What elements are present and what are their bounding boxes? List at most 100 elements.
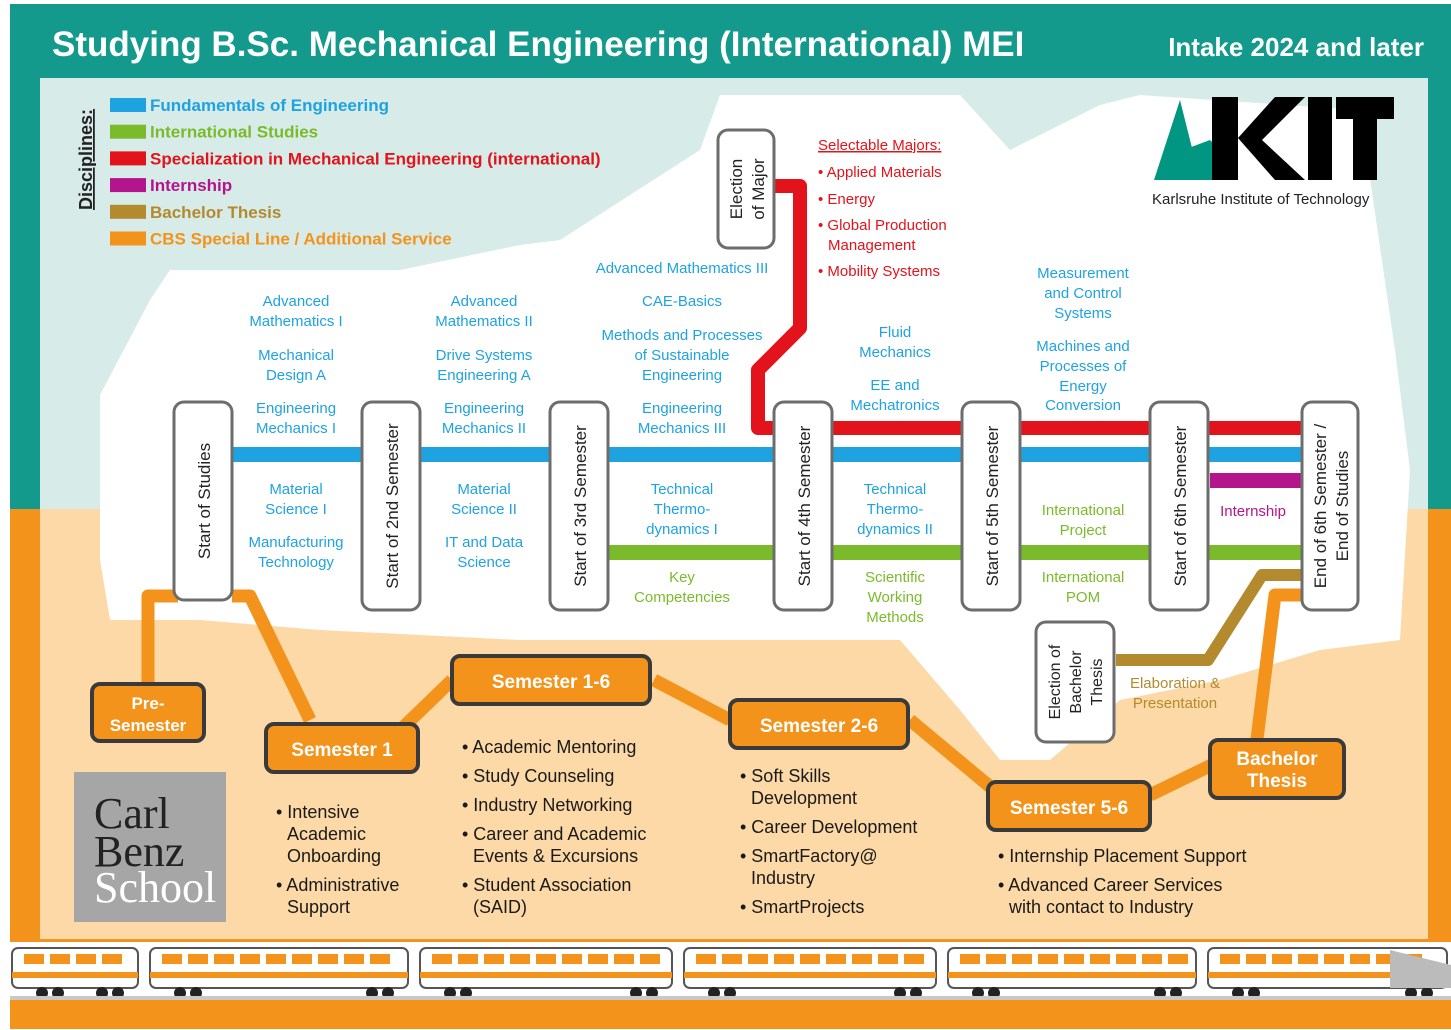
course-label: Key	[669, 569, 695, 586]
course-label: Engineering A	[437, 367, 530, 384]
svg-text:Election of: Election of	[1047, 644, 1064, 719]
legend-label: Bachelor Thesis	[150, 203, 281, 222]
course-label: Methods	[866, 609, 924, 626]
service-item: • SmartFactory@	[740, 846, 878, 866]
station-start-2nd-semester: Start of 2nd Semester	[360, 400, 422, 612]
course-label: dynamics I	[646, 521, 718, 538]
service-item: • Intensive	[276, 802, 359, 822]
course-label: Engineering	[256, 400, 336, 417]
course-label: International	[1042, 569, 1125, 586]
course-label: Technical	[864, 481, 927, 498]
service-item: • SmartProjects	[740, 897, 864, 917]
page-title: Studying B.Sc. Mechanical Engineering (I…	[52, 25, 1024, 64]
legend-label: CBS Special Line / Additional Service	[150, 230, 452, 249]
course-label: Drive Systems	[436, 347, 533, 364]
legend-swatch	[110, 178, 146, 193]
service-item: • Administrative	[276, 875, 399, 895]
service-item: Support	[287, 897, 350, 917]
service-item: Events & Excursions	[473, 846, 638, 866]
cbs-semester-1: Semester 1	[264, 722, 420, 774]
legend-swatch	[110, 124, 146, 139]
course-label: Processes of	[1040, 358, 1128, 375]
carl-benz-school-logo: Carl Benz School	[74, 772, 226, 922]
service-item: Onboarding	[287, 846, 381, 866]
course-label: Systems	[1054, 305, 1112, 322]
svg-text:Start of 5th Semester: Start of 5th Semester	[983, 425, 1002, 586]
service-item: • Study Counseling	[462, 766, 614, 786]
course-label: Engineering	[642, 400, 722, 417]
svg-text:Semester 5-6: Semester 5-6	[1010, 798, 1128, 819]
svg-text:Election: Election	[727, 159, 746, 219]
svg-text:Semester 2-6: Semester 2-6	[760, 716, 878, 737]
line-bachelor-thesis	[1116, 569, 1302, 666]
train-car	[683, 947, 937, 999]
station-end-of-studies: End of 6th Semester / End of Studies	[1300, 400, 1360, 612]
service-item: • Career Development	[740, 817, 917, 837]
course-label: IT and Data	[445, 534, 524, 551]
service-item: • Student Association	[462, 875, 631, 895]
course-label: International	[1042, 502, 1125, 519]
course-label: Science II	[451, 501, 517, 518]
kit-subtitle: Karlsruhe Institute of Technology	[1152, 191, 1370, 208]
legend-label: Specialization in Mechanical Engineering…	[150, 149, 601, 168]
course-label: Working	[868, 589, 923, 606]
intake-label: Intake 2024 and later	[1168, 32, 1424, 62]
course-label: POM	[1066, 589, 1100, 606]
svg-text:Start of 4th Semester: Start of 4th Semester	[795, 425, 814, 586]
course-label: of Sustainable	[634, 347, 729, 364]
school-line-2: Benz	[94, 827, 184, 876]
course-label: Technical	[651, 481, 714, 498]
svg-text:Semester: Semester	[110, 716, 187, 735]
svg-text:Semester 1: Semester 1	[291, 740, 393, 761]
service-item: (SAID)	[473, 897, 527, 917]
course-label: Material	[269, 481, 322, 498]
majors-heading: Selectable Majors:	[818, 137, 941, 154]
service-item: Academic	[287, 824, 366, 844]
course-label: Methods and Processes	[602, 327, 763, 344]
svg-text:of Major: of Major	[749, 158, 768, 220]
course-label: Advanced	[451, 293, 518, 310]
course-label: Technology	[258, 554, 334, 571]
course-label: Thermo-	[654, 501, 711, 518]
course-label: Conversion	[1045, 397, 1121, 414]
svg-text:Start of Studies: Start of Studies	[195, 443, 214, 559]
course-label: Machines and	[1036, 338, 1129, 355]
course-label: Presentation	[1133, 695, 1217, 712]
course-label: dynamics II	[857, 521, 933, 538]
school-line-1: Carl	[94, 789, 170, 838]
legend-heading: Disciplines:	[76, 109, 96, 210]
svg-text:• Applied Materials: • Applied Materials	[818, 164, 942, 181]
svg-text:Semester 1-6: Semester 1-6	[492, 672, 610, 693]
svg-text:Bachelor: Bachelor	[1068, 650, 1085, 714]
svg-text:End of Studies: End of Studies	[1333, 451, 1352, 562]
course-label: Advanced Mathematics III	[596, 260, 769, 277]
svg-text:End of 6th Semester /: End of 6th Semester /	[1311, 424, 1330, 589]
line-internship	[1210, 473, 1302, 488]
course-label: Engineering	[642, 367, 722, 384]
course-label: Design A	[266, 367, 326, 384]
svg-text:Start of 6th Semester: Start of 6th Semester	[1171, 425, 1190, 586]
school-line-3: School	[94, 863, 216, 912]
course-label: Mathematics I	[249, 313, 342, 330]
course-label: Mechanics I	[256, 420, 336, 437]
cbs-bachelor-thesis: Bachelor Thesis	[1208, 738, 1346, 800]
svg-text:• Mobility Systems: • Mobility Systems	[818, 263, 940, 280]
service-item: • Academic Mentoring	[462, 737, 636, 757]
course-label: Advanced	[263, 293, 330, 310]
course-label: Thermo-	[867, 501, 924, 518]
cbs-semester-1-6: Semester 1-6	[450, 654, 652, 706]
course-label: and Control	[1044, 285, 1122, 302]
legend-swatch	[110, 231, 146, 246]
course-label: Project	[1060, 522, 1108, 539]
course-label: Manufacturing	[248, 534, 343, 551]
course-label: Competencies	[634, 589, 730, 606]
